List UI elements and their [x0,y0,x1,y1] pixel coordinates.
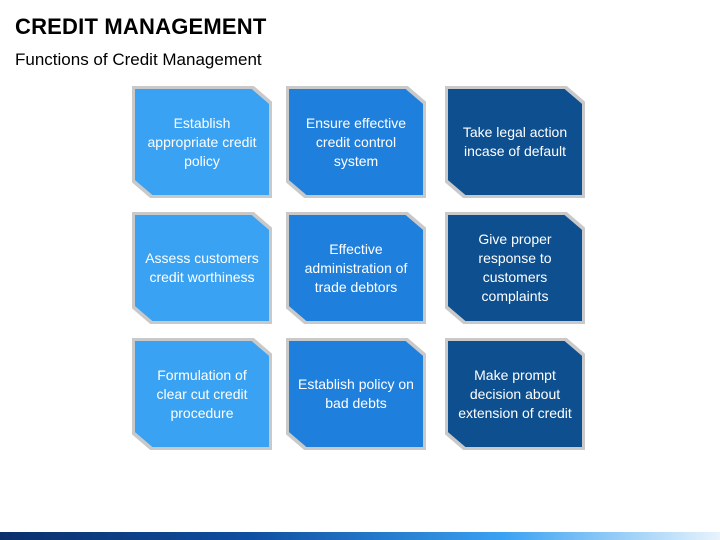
function-tile-bad-debts: Establish policy on bad debts [286,338,426,450]
tile-text: Take legal action incase of default [448,89,582,195]
functions-grid: Establish appropriate credit policy Ensu… [132,86,588,456]
function-tile-customer-complaints: Give proper response to customers compla… [445,212,585,324]
tile-text: Effective administration of trade debtor… [289,215,423,321]
slide-subtitle: Functions of Credit Management [15,50,262,69]
function-tile-credit-worthiness: Assess customers credit worthiness [132,212,272,324]
tile-text: Assess customers credit worthiness [135,215,269,321]
tile-text: Formulation of clear cut credit procedur… [135,341,269,447]
function-tile-credit-procedure: Formulation of clear cut credit procedur… [132,338,272,450]
function-tile-trade-debtors: Effective administration of trade debtor… [286,212,426,324]
tile-text: Establish appropriate credit policy [135,89,269,195]
function-tile-credit-extension: Make prompt decision about extension of … [445,338,585,450]
function-tile-credit-policy: Establish appropriate credit policy [132,86,272,198]
tile-text: Give proper response to customers compla… [448,215,582,321]
tile-text: Establish policy on bad debts [289,341,423,447]
function-tile-legal-action: Take legal action incase of default [445,86,585,198]
slide-title: CREDIT MANAGEMENT [15,14,267,39]
footer-gradient-bar [0,532,720,540]
tile-text: Make prompt decision about extension of … [448,341,582,447]
tile-text: Ensure effective credit control system [289,89,423,195]
function-tile-credit-control: Ensure effective credit control system [286,86,426,198]
